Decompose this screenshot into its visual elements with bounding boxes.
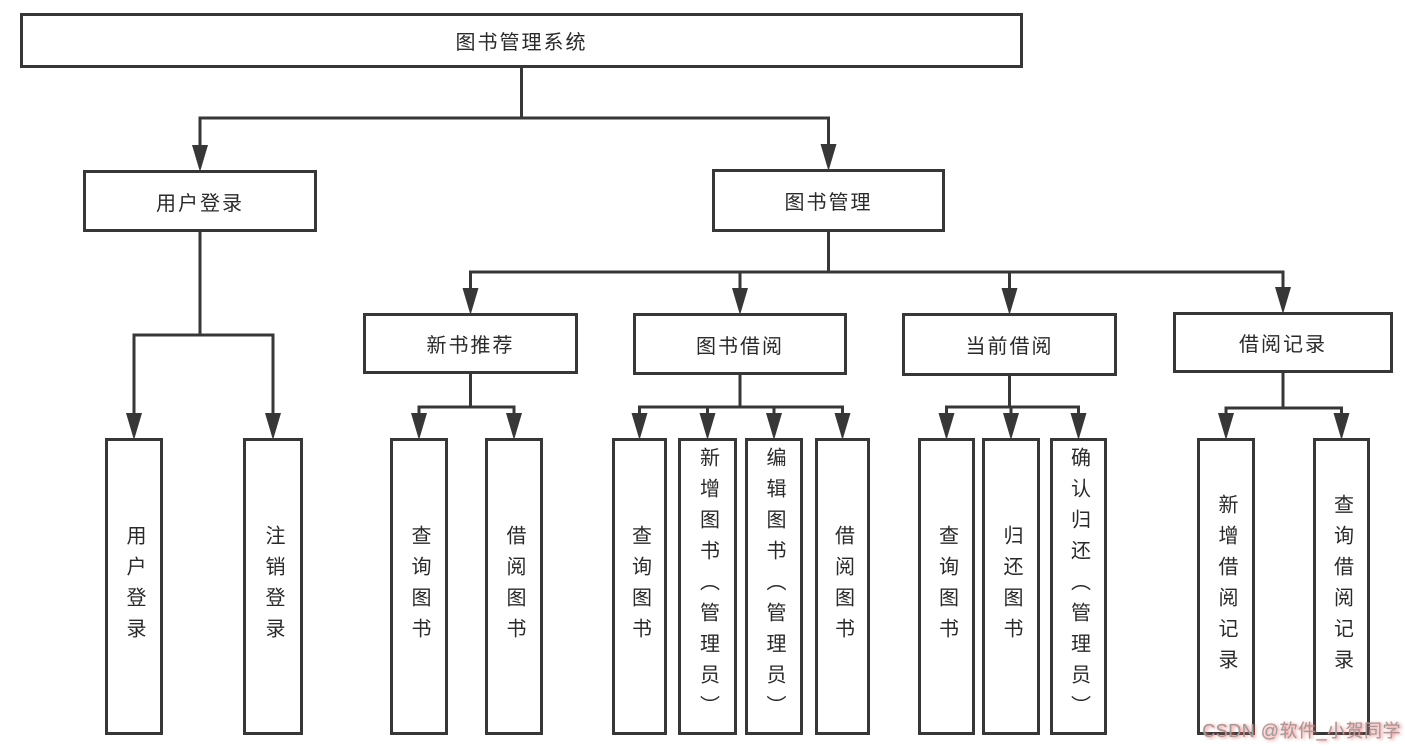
node-label: 查询借阅记录 xyxy=(1330,493,1353,680)
leaf-borrow-books: 借阅图书 xyxy=(815,438,870,735)
node-label: 借阅图书 xyxy=(503,524,525,649)
node-label: 借阅图书 xyxy=(831,524,854,649)
arrowhead-icon xyxy=(1275,287,1291,314)
node-book-borrowing: 图书借阅 xyxy=(633,313,847,375)
leaf-logout: 注销登录 xyxy=(243,438,303,735)
leaf-login: 用户登录 xyxy=(105,438,163,735)
csdn-watermark: CSDN @软件_小贺同学 xyxy=(1202,721,1401,741)
arrowhead-icon xyxy=(732,288,748,315)
leaf-edit-books-admin: 编辑图书（管理员） xyxy=(745,438,803,735)
arrowhead-icon xyxy=(126,413,142,440)
node-user-login: 用户登录 xyxy=(83,170,317,232)
leaf-recommend-query-books: 查询图书 xyxy=(390,438,448,735)
arrowhead-icon xyxy=(1333,413,1350,440)
leaf-borrow-query-books: 查询图书 xyxy=(612,438,667,735)
node-borrowing-records: 借阅记录 xyxy=(1173,312,1393,373)
arrowhead-icon xyxy=(1003,413,1019,440)
node-label: 借阅记录 xyxy=(1239,334,1327,356)
leaf-return-books: 归还图书 xyxy=(982,438,1040,735)
node-library-system: 图书管理系统 xyxy=(20,13,1023,68)
node-label: 图书借阅 xyxy=(696,335,784,358)
node-new-book-recommend: 新书推荐 xyxy=(363,313,578,374)
arrowhead-icon xyxy=(1001,288,1018,315)
node-label: 确认归还（管理员） xyxy=(1067,447,1090,726)
node-label: 用户登录 xyxy=(156,192,244,215)
leaf-query-borrow-record: 查询借阅记录 xyxy=(1313,438,1370,735)
node-label: 当前借阅 xyxy=(965,336,1054,358)
node-label: 注销登录 xyxy=(262,524,284,649)
node-label: 新增图书（管理员） xyxy=(696,447,719,726)
node-label: 编辑图书（管理员） xyxy=(763,447,785,726)
arrowhead-icon xyxy=(1070,413,1087,440)
arrowhead-icon xyxy=(192,145,208,172)
leaf-recommend-borrow-books: 借阅图书 xyxy=(485,438,543,735)
node-label: 图书管理 xyxy=(784,192,873,214)
arrowhead-icon xyxy=(820,144,837,171)
arrowhead-icon xyxy=(411,413,427,440)
arrowhead-icon xyxy=(834,413,851,440)
arrowhead-icon xyxy=(938,413,955,440)
leaf-add-books-admin: 新增图书（管理员） xyxy=(678,438,737,735)
arrowhead-icon xyxy=(1218,413,1234,440)
node-label: 图书管理系统 xyxy=(455,32,588,54)
leaf-confirm-return-admin: 确认归还（管理员） xyxy=(1050,438,1107,735)
arrowhead-icon xyxy=(506,413,522,440)
node-label: 新增借阅记录 xyxy=(1215,493,1237,680)
node-label: 归还图书 xyxy=(1000,524,1022,649)
node-label: 查询图书 xyxy=(408,524,430,649)
node-label: 用户登录 xyxy=(123,524,145,649)
arrowhead-icon xyxy=(265,413,281,440)
node-label: 查询图书 xyxy=(628,524,651,649)
arrowhead-icon xyxy=(462,288,479,315)
leaf-current-query-books: 查询图书 xyxy=(918,438,975,735)
node-current-borrowing: 当前借阅 xyxy=(902,313,1117,376)
leaf-add-borrow-record: 新增借阅记录 xyxy=(1197,438,1255,735)
node-label: 查询图书 xyxy=(935,524,958,649)
arrowhead-icon xyxy=(631,413,648,440)
arrowhead-icon xyxy=(766,413,782,440)
node-label: 新书推荐 xyxy=(426,335,515,357)
arrowhead-icon xyxy=(699,413,716,440)
node-book-management: 图书管理 xyxy=(712,169,945,232)
